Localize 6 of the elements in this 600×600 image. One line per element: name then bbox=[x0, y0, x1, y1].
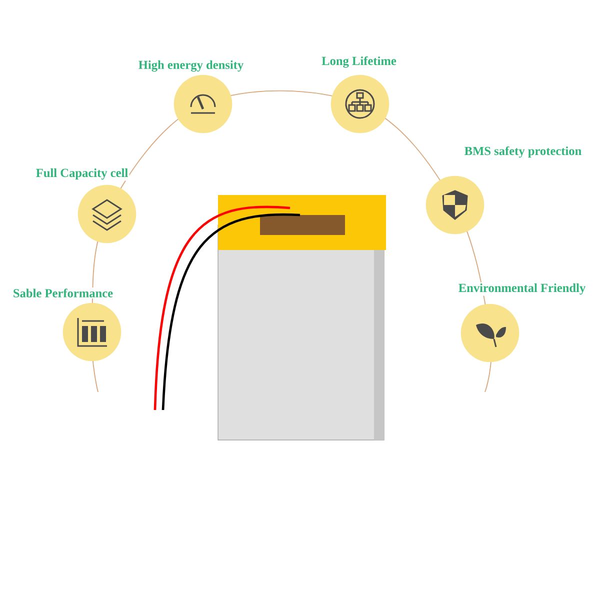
node-label: Long Lifetime bbox=[322, 56, 396, 68]
node-label: High energy density bbox=[138, 60, 244, 72]
node-label: Full Capacity cell bbox=[36, 168, 128, 180]
node-label: Sable Performance bbox=[14, 288, 113, 298]
node-label: BMS safety protection bbox=[464, 146, 582, 158]
node-label: Environmental Friendly bbox=[458, 283, 586, 295]
